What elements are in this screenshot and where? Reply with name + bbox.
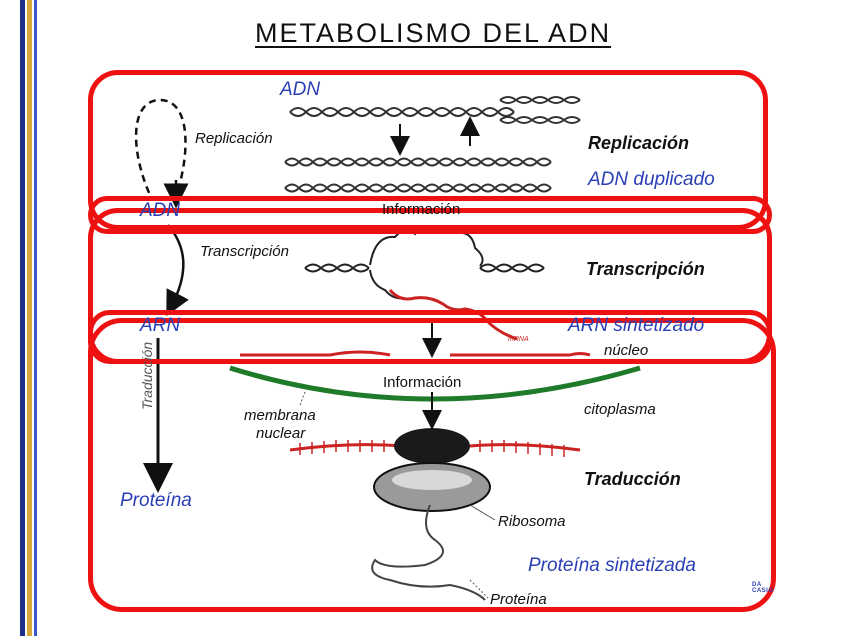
ribosome-leader bbox=[469, 504, 496, 521]
ribosome-small-subunit bbox=[394, 428, 470, 464]
mrna-teeth bbox=[299, 440, 565, 457]
label-proteina-bottom: Proteína bbox=[490, 591, 547, 608]
dna-parent-helix bbox=[289, 96, 581, 124]
left-stripe-navy bbox=[20, 0, 25, 636]
dna-duplicated-helices bbox=[284, 157, 552, 193]
label-nuclear: nuclear bbox=[256, 425, 306, 442]
protein-leader bbox=[469, 579, 489, 599]
publisher-logo: DA CASIO bbox=[752, 582, 774, 594]
left-stripe-blue bbox=[34, 0, 37, 636]
label-ribosoma: Ribosoma bbox=[498, 513, 566, 530]
label-replicacion-arrow: Replicación bbox=[195, 130, 273, 147]
label-replicacion-stage: Replicación bbox=[588, 133, 690, 153]
label-nucleo: núcleo bbox=[604, 342, 649, 359]
label-adn-left: ADN bbox=[140, 200, 181, 221]
slide-title: METABOLISMO DEL ADN bbox=[255, 18, 612, 48]
label-adn-top: ADN bbox=[280, 79, 321, 100]
label-informacion-1: Información bbox=[382, 201, 461, 218]
label-proteina-left: Proteína bbox=[120, 490, 192, 511]
nuclear-rna bbox=[240, 350, 591, 357]
label-traduccion-arrow: Traducción bbox=[139, 341, 155, 410]
label-transcripcion-stage: Transcripción bbox=[586, 259, 705, 279]
label-membrana: membrana bbox=[244, 407, 316, 424]
left-stripe-gold bbox=[27, 0, 32, 636]
box-dna-info bbox=[88, 196, 772, 234]
label-informacion-2: Información bbox=[383, 374, 462, 391]
label-arn-left: ARN bbox=[140, 315, 181, 336]
label-arn-sintetizado: ARN sintetizado bbox=[568, 315, 705, 336]
box-replication bbox=[88, 70, 768, 230]
ribosome-highlight bbox=[392, 470, 472, 490]
box-translation bbox=[88, 318, 776, 612]
logo-line-2: CASIO bbox=[752, 588, 774, 594]
label-proteina-sintetizada: Proteína sintetizada bbox=[528, 555, 696, 576]
label-citoplasma: citoplasma bbox=[584, 401, 656, 418]
replication-loop-dashed bbox=[134, 98, 187, 196]
label-adn-duplicado: ADN duplicado bbox=[588, 169, 715, 190]
protein-chain bbox=[371, 504, 486, 601]
label-mrna: mRNA bbox=[508, 336, 529, 343]
label-traduccion-stage: Traducción bbox=[584, 469, 681, 489]
logo-line-1: DA bbox=[752, 582, 762, 588]
label-transcripcion-arrow: Transcripción bbox=[200, 243, 289, 260]
